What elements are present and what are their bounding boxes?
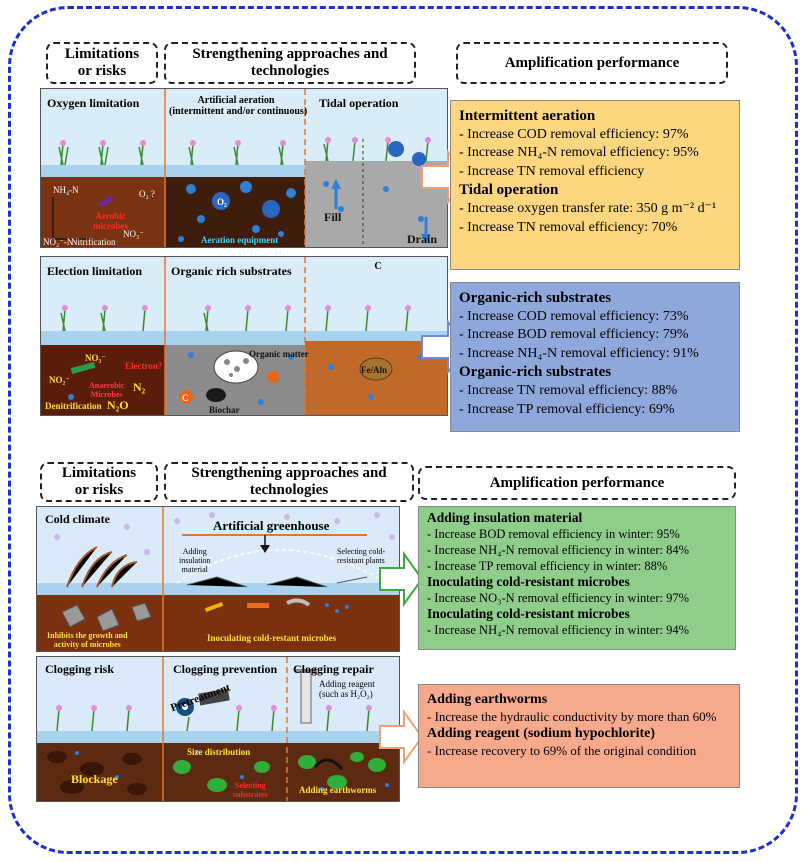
box2-item: - Increase TN removal efficiency: 88% [459, 382, 678, 398]
header-amplification-top: Amplification performance [456, 42, 728, 84]
panel2-electron: Electron? [125, 361, 163, 371]
box3-heading-3: Inoculating cold-resistant microbes [427, 606, 630, 621]
header-strengthening-bottom: Strengthening approaches and technologie… [164, 462, 414, 502]
panel1-aerobic-microbes: Aerobic microbes [93, 211, 128, 231]
box4-heading-1: Adding earthworms [427, 692, 548, 707]
box3-item: - Increase NO₃-N removal efficiency in w… [427, 591, 690, 605]
panel4-blockage: Blockage [71, 772, 118, 786]
panel4-adding-reagent: Adding reagent (such as H₂O₂) [319, 679, 375, 699]
box1-item: - Increase COD removal efficiency: 97% [459, 126, 689, 142]
panel3-selecting-plants: Selecting cold- resistant plants [337, 547, 386, 565]
panel2-fealn: Fe/Aln [361, 365, 387, 375]
panel2-label-election-limitation: Election limitation [47, 264, 142, 278]
panel2-c: C [182, 393, 189, 403]
box3-item: - Increase TP removal efficiency in wint… [427, 559, 668, 573]
panel4-illustration [37, 657, 399, 801]
panel-clogging: Clogging risk Clogging prevention Cloggi… [36, 656, 400, 802]
panel2-n2o: N₂O [107, 398, 129, 412]
panel2-organic-matter: Organic matter [249, 349, 309, 359]
panel1-label-artificial-aeration: Artificial aeration (intermittent and/or… [169, 95, 308, 117]
box2-item: - Increase COD removal efficiency: 73% [459, 308, 689, 324]
box1-heading-1: Intermittent aeration [459, 108, 596, 124]
panel4-size-distribution: Size distribution [187, 747, 251, 757]
panel3-illustration [37, 507, 399, 651]
panel2-biochar: Biochar [209, 405, 240, 415]
box2-item: - Increase NH₄-N removal efficiency: 91% [459, 345, 699, 361]
panel4-selecting-substrates: Selecting substrates [233, 781, 268, 799]
box2-heading-1: Organic-rich substrates [459, 290, 612, 306]
box1-item: - Increase NH₄-N removal efficiency: 95% [459, 145, 699, 161]
panel-oxygen-limitation: Oxygen limitation Artificial aeration (i… [40, 88, 448, 248]
box-cold-climate: Adding insulation material - Increase BO… [418, 506, 736, 650]
panel2-no2: NO₂⁻ [49, 375, 70, 385]
panel1-no2: NO₂⁻-N [43, 237, 74, 247]
box-intermittent-aeration: Intermittent aeration - Increase COD rem… [450, 100, 740, 270]
panel1-label-oxygen-limitation: Oxygen limitation [47, 96, 140, 110]
panel2-anaerobic-microbes: Anaerobic Microbes [89, 381, 125, 399]
outer-dashed-frame [8, 6, 798, 854]
panel1-aeration-equipment: Aeration equipment [201, 235, 279, 245]
panel2-label-inorganic-donor: C [374, 261, 382, 272]
box4-item: - Increase recovery to 69% of the origin… [427, 743, 697, 758]
header-amplification-bottom: Amplification performance [418, 466, 736, 500]
box4-item: - Increase the hydraulic conductivity by… [427, 709, 717, 724]
box3-heading-1: Adding insulation material [427, 510, 583, 525]
box3-heading-2: Inoculating cold-resistant microbes [427, 574, 630, 589]
panel2-label-organic-rich: Organic rich substrates [171, 264, 292, 278]
panel2-no3: NO₃⁻ [85, 353, 106, 363]
box3-item: - Increase NH₄-N removal efficiency in w… [427, 623, 690, 637]
panel-cold-climate: Cold climate Artificial greenhouse Addin… [36, 506, 400, 652]
panel1-fill: Fill [324, 210, 342, 224]
box1-item: - Increase oxygen transfer rate: 350 g m… [459, 200, 717, 216]
box1-item: - Increase TN removal efficiency [459, 163, 645, 179]
panel1-drain: Drain [407, 232, 437, 246]
panel4-label-clogging-repair: Clogging repair [293, 662, 374, 676]
box2-heading-2: Organic-rich substrates [459, 364, 612, 381]
panel3-insulation: Adding insulation material [179, 547, 211, 574]
box4-heading-2: Adding reagent (sodium hypochlorite) [427, 726, 656, 741]
panel3-artificial-greenhouse: Artificial greenhouse [213, 518, 330, 533]
panel3-label-cold-climate: Cold climate [45, 512, 110, 526]
panel1-illustration [41, 89, 447, 247]
panel1-o2-question: O₂ ? [139, 189, 155, 199]
panel1-no3: NO₃⁻ [123, 229, 144, 239]
box-organic-rich: Organic-rich substrates - Increase COD r… [450, 282, 740, 432]
box2-item: - Increase BOD removal efficiency: 79% [459, 327, 689, 343]
header-limitations-top: Limitations or risks [46, 42, 158, 84]
box3-item: - Increase NH₄-N removal efficiency in w… [427, 543, 690, 557]
box1-item: - Increase TN removal efficiency: 70% [459, 219, 678, 235]
arrow-panel4 [379, 708, 424, 766]
box3-item: - Increase BOD removal efficiency in win… [427, 527, 680, 541]
panel3-inhibits: Inhibits the growth and activity of micr… [47, 631, 128, 649]
box2-item: - Increase TP removal efficiency: 69% [459, 401, 675, 417]
panel1-o2-bubble: O₂ [217, 197, 227, 207]
header-limitations-bottom: Limitations or risks [40, 462, 158, 502]
panel2-denitrification: Denitrification [45, 401, 102, 411]
panel3-inoculating: Inoculating cold-restant microbes [207, 633, 337, 643]
panel1-label-tidal-operation: Tidal operation [319, 96, 399, 110]
panel1-nh4: NH₄-N [53, 185, 79, 195]
box-clogging: Adding earthworms - Increase the hydraul… [418, 684, 740, 788]
panel-electron-limitation: Election limitation Organic rich substra… [40, 256, 448, 416]
arrow-panel3 [379, 550, 424, 608]
box1-heading-2: Tidal operation [459, 182, 559, 199]
panel4-label-clogging-risk: Clogging risk [45, 662, 115, 676]
header-strengthening-top: Strengthening approaches and technologie… [164, 42, 416, 84]
panel1-nitrification: Nitrification [71, 237, 116, 247]
panel4-label-clogging-prevention: Clogging prevention [173, 662, 278, 676]
panel2-n2: N₂ [133, 380, 146, 394]
panel4-adding-earthworms: Adding earthworms [299, 785, 377, 795]
